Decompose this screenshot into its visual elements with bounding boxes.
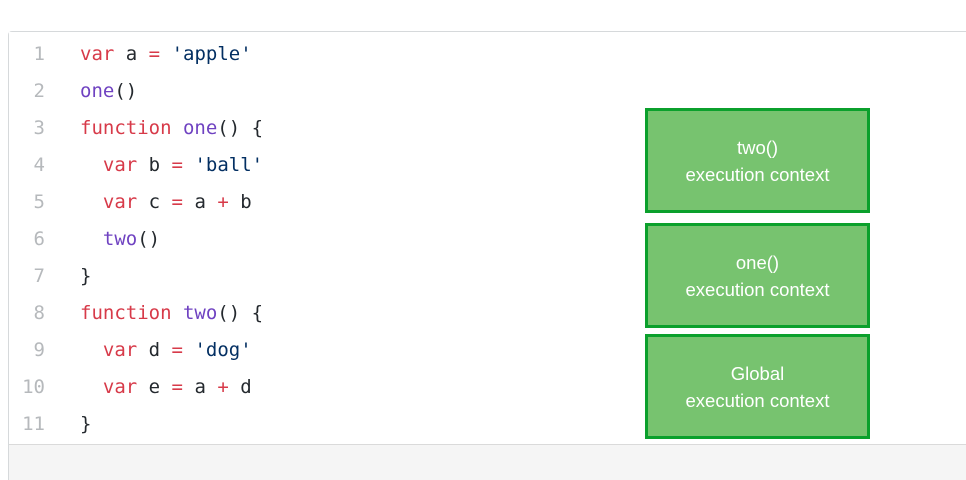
- code-token: =: [171, 339, 183, 361]
- code-text: }: [80, 258, 91, 295]
- code-token: }: [80, 265, 92, 287]
- code-token: (): [114, 80, 138, 102]
- code-text: one(): [80, 73, 137, 110]
- context-box-title: Global: [730, 362, 785, 384]
- code-token: [172, 117, 183, 139]
- code-token: }: [80, 413, 92, 435]
- code-token: var: [102, 191, 138, 213]
- code-token: +: [217, 376, 229, 398]
- code-line: 10 var e = a + d: [9, 369, 966, 406]
- context-box-title: two(): [736, 136, 779, 158]
- line-number: 4: [33, 154, 45, 176]
- execution-context-box-global: Global execution context: [645, 334, 870, 439]
- code-text: }: [80, 406, 91, 443]
- context-box-subtitle: execution context: [685, 163, 830, 185]
- code-line: 9 var d = 'dog': [9, 332, 966, 369]
- code-token: +: [217, 191, 229, 213]
- code-token: e: [137, 376, 172, 398]
- code-token: [80, 191, 103, 213]
- line-number: 1: [33, 43, 45, 65]
- code-token: =: [171, 191, 183, 213]
- code-line: 11}: [9, 406, 966, 443]
- code-token: two: [102, 228, 138, 250]
- code-text: var e = a + d: [80, 369, 252, 406]
- context-box-subtitle: execution context: [685, 278, 830, 300]
- code-token: [183, 154, 194, 176]
- code-line: 2 one(): [9, 73, 966, 110]
- code-token: [160, 43, 171, 65]
- code-token: function: [80, 302, 172, 324]
- code-text: two(): [80, 221, 160, 258]
- code-token: 'ball': [194, 154, 264, 176]
- code-token: d: [228, 376, 252, 398]
- code-token: =: [171, 376, 183, 398]
- code-line: 6 two(): [9, 221, 966, 258]
- line-number: 9: [33, 339, 45, 361]
- code-token: () {: [217, 117, 264, 139]
- code-token: var: [102, 376, 138, 398]
- code-token: one: [182, 117, 218, 139]
- line-number: 5: [33, 191, 45, 213]
- code-token: a: [114, 43, 149, 65]
- code-token: [80, 376, 103, 398]
- code-token: var: [102, 154, 138, 176]
- code-text: var d = 'dog': [80, 332, 252, 369]
- execution-context-box-one: one() execution context: [645, 223, 870, 328]
- context-box-title: one(): [735, 251, 780, 273]
- code-token: b: [137, 154, 172, 176]
- code-token: two: [182, 302, 218, 324]
- line-number: 8: [33, 302, 45, 324]
- context-box-subtitle: execution context: [685, 389, 830, 411]
- code-token: 'apple': [171, 43, 252, 65]
- line-number: 3: [33, 117, 45, 139]
- code-text: var c = a + b: [80, 184, 252, 221]
- code-line: 8 function two() {: [9, 295, 966, 332]
- code-token: [183, 339, 194, 361]
- code-line: 5 var c = a + b: [9, 184, 966, 221]
- line-number: 7: [33, 265, 45, 287]
- code-token: c: [137, 191, 172, 213]
- line-number: 11: [22, 413, 45, 435]
- code-token: one: [80, 80, 115, 102]
- code-token: [80, 154, 103, 176]
- code-text: function one() {: [80, 110, 263, 147]
- code-token: var: [102, 339, 138, 361]
- line-number: 2: [33, 80, 45, 102]
- code-token: (): [137, 228, 161, 250]
- code-text: var b = 'ball': [80, 147, 263, 184]
- code-text: var a = 'apple': [80, 36, 252, 73]
- line-number: 6: [33, 228, 45, 250]
- execution-context-box-two: two() execution context: [645, 108, 870, 213]
- code-token: var: [80, 43, 115, 65]
- code-token: [80, 228, 103, 250]
- code-line: 3 function one() {: [9, 110, 966, 147]
- code-token: [172, 302, 183, 324]
- code-token: b: [228, 191, 252, 213]
- code-token: () {: [217, 302, 264, 324]
- code-token: d: [137, 339, 172, 361]
- editor-footer: [9, 444, 966, 480]
- code-line: 7}: [9, 258, 966, 295]
- code-line: 1 var a = 'apple': [9, 36, 966, 73]
- code-token: a: [183, 191, 218, 213]
- code-token: 'dog': [194, 339, 252, 361]
- line-number: 10: [22, 376, 45, 398]
- code-token: [80, 339, 103, 361]
- code-token: =: [148, 43, 161, 65]
- code-token: function: [80, 117, 172, 139]
- code-token: =: [171, 154, 183, 176]
- code-token: a: [183, 376, 218, 398]
- code-text: function two() {: [80, 295, 263, 332]
- code-line: 4 var b = 'ball': [9, 147, 966, 184]
